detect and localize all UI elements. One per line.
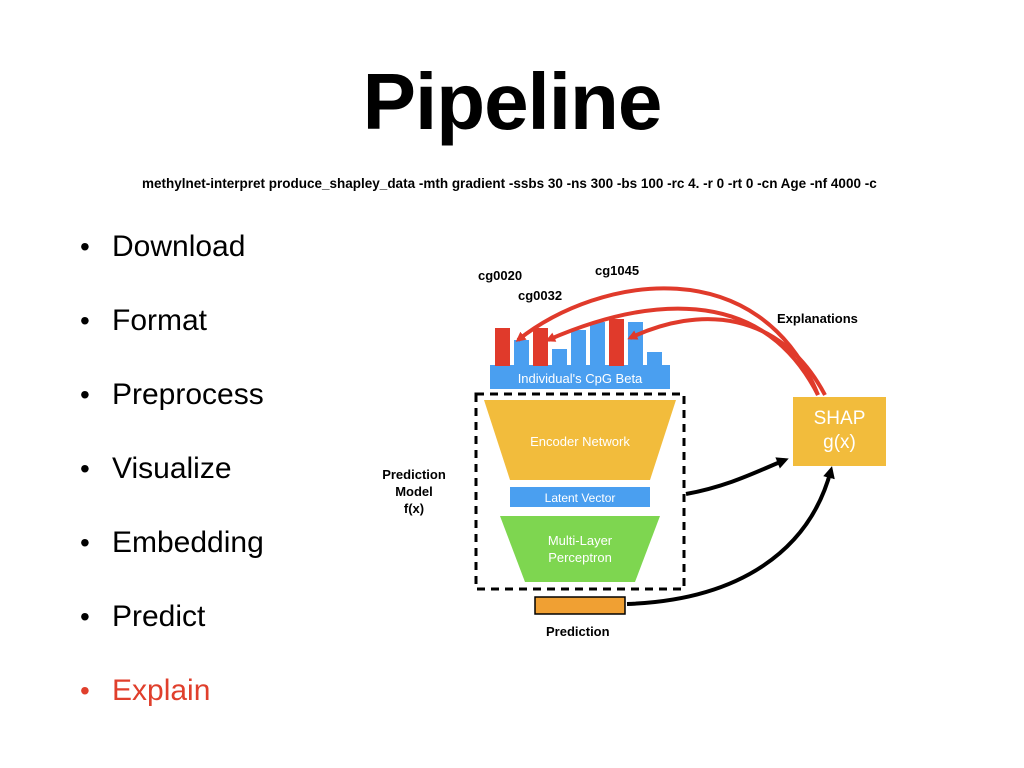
- prediction-model-border: [474, 392, 686, 591]
- step-format: • Format: [80, 284, 264, 358]
- shap-box: [793, 397, 886, 466]
- step-label: Format: [112, 304, 208, 337]
- cpg-bar-highlighted: [495, 328, 510, 366]
- shap-label: SHAP g(x): [793, 402, 886, 460]
- bullet-icon: •: [80, 527, 90, 558]
- label-cg0020: cg0020: [478, 268, 523, 283]
- model-label-line2: Model: [395, 484, 433, 499]
- shap-label-line2: g(x): [823, 432, 856, 453]
- explanation-arrow-cg0032: [545, 306, 820, 396]
- encoder-network-label: Encoder Network: [530, 433, 630, 449]
- latent-to-shap-arrow: [685, 457, 789, 496]
- cpg-beta-label: Individual's CpG Beta: [517, 370, 643, 386]
- mlp-label-line2: Perceptron: [548, 550, 612, 565]
- cpg-bar: [590, 322, 605, 366]
- prediction-bar: [534, 596, 626, 615]
- encoder-network-shape: [484, 400, 676, 480]
- cpg-bar-highlighted: [533, 328, 548, 366]
- pipeline-steps-list: • Download • Format • Preprocess • Visualize…: [80, 210, 264, 728]
- step-label: Download: [112, 230, 246, 263]
- cpg-bar: [571, 330, 586, 366]
- prediction-label: Prediction: [546, 624, 610, 639]
- bullet-icon: •: [80, 601, 90, 632]
- cpg-beta-bar: [490, 365, 670, 389]
- step-predict: • Predict: [80, 580, 264, 654]
- prediction-model-label: Prediction Model f(x): [366, 466, 462, 517]
- step-label: Visualize: [112, 452, 232, 485]
- step-label: Embedding: [112, 526, 264, 559]
- cpg-bar-highlighted: [609, 319, 624, 366]
- model-label-line3: f(x): [403, 501, 425, 516]
- bullet-icon: •: [80, 305, 90, 336]
- latent-vector-shape: [510, 487, 650, 507]
- shap-label-line1: SHAP: [813, 408, 866, 429]
- explanation-arrow-cg0020: [515, 286, 820, 396]
- bullet-icon: •: [80, 675, 90, 706]
- step-embedding: • Embedding: [80, 506, 264, 580]
- mlp-label-line1: Multi-Layer: [547, 533, 613, 548]
- cpg-bar: [514, 340, 529, 366]
- bullet-icon: •: [80, 379, 90, 410]
- step-visualize: • Visualize: [80, 432, 264, 506]
- bullet-icon: •: [80, 453, 90, 484]
- step-label: Preprocess: [112, 378, 264, 411]
- step-download: • Download: [80, 210, 264, 284]
- mlp-label: Multi-Layer Perceptron: [500, 531, 660, 567]
- prediction-to-shap-arrow: [626, 466, 835, 606]
- label-cg0032: cg0032: [518, 288, 563, 303]
- cpg-bars: [495, 319, 662, 366]
- step-preprocess: • Preprocess: [80, 358, 264, 432]
- mlp-shape: [500, 516, 660, 582]
- cpg-bar: [647, 352, 662, 366]
- model-label-line1: Prediction: [382, 467, 446, 482]
- command-line: methylnet-interpret produce_shapley_data…: [142, 176, 877, 191]
- label-cg1045: cg1045: [595, 263, 640, 278]
- label-explanations: Explanations: [777, 311, 858, 326]
- cpg-bar: [552, 349, 567, 366]
- slide-title: Pipeline: [362, 57, 663, 146]
- step-explain: • Explain: [80, 654, 264, 728]
- latent-vector-label: Latent Vector: [544, 490, 616, 505]
- step-label: Predict: [112, 600, 206, 633]
- bullet-icon: •: [80, 231, 90, 262]
- cpg-bar: [628, 322, 643, 366]
- explanation-arrow-cg1045: [627, 317, 827, 396]
- step-label: Explain: [112, 674, 211, 707]
